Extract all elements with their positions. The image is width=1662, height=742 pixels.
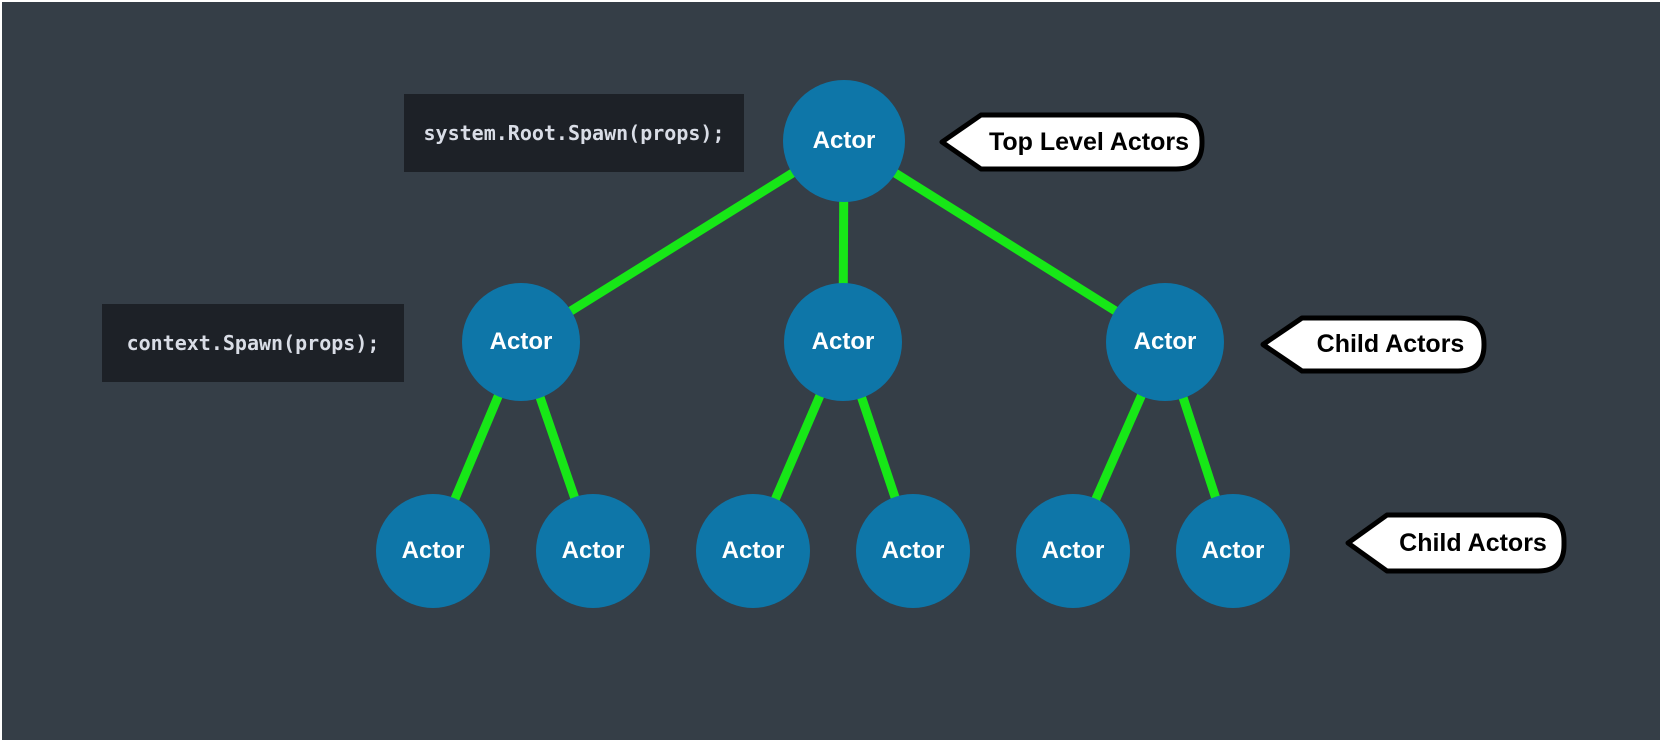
actor-node-label: Actor bbox=[721, 537, 785, 564]
actor-node-grandchild-1: Actor bbox=[376, 494, 490, 608]
actor-node-root: Actor bbox=[783, 80, 905, 202]
actor-node-grandchild-3: Actor bbox=[696, 494, 810, 608]
callout-child-actors-bottom-label: Child Actors bbox=[1399, 528, 1547, 557]
actor-node-label: Actor bbox=[1041, 537, 1105, 564]
code-system-root-spawn: system.Root.Spawn(props); bbox=[404, 94, 744, 172]
left-arrow-tag-shape bbox=[1260, 315, 1487, 374]
callout-top-level-actors: Top Level Actors bbox=[939, 112, 1205, 172]
callout-child-actors-bottom-shape bbox=[1345, 512, 1567, 574]
actor-node-child-1: Actor bbox=[462, 283, 580, 401]
actor-node-label: Actor bbox=[1133, 328, 1197, 355]
actor-node-label: Actor bbox=[811, 328, 875, 355]
edge-root-to-child-1 bbox=[518, 137, 847, 346]
actor-node-label: Actor bbox=[401, 537, 465, 564]
actor-node-label: Actor bbox=[561, 537, 625, 564]
callout-top-level-actors-shape bbox=[939, 112, 1205, 172]
callout-top-level-actors-label: Top Level Actors bbox=[988, 127, 1190, 156]
code-context-spawn: context.Spawn(props); bbox=[102, 304, 404, 382]
actor-node-grandchild-5: Actor bbox=[1016, 494, 1130, 608]
actor-node-grandchild-4: Actor bbox=[856, 494, 970, 608]
callout-child-actors-bottom: Child Actors bbox=[1345, 512, 1567, 574]
left-arrow-tag-shape bbox=[939, 112, 1205, 172]
code-system-root-spawn-text: system.Root.Spawn(props); bbox=[423, 121, 725, 145]
callout-child-actors-middle-shape bbox=[1260, 315, 1487, 374]
actor-node-label: Actor bbox=[1201, 537, 1265, 564]
actor-node-grandchild-6: Actor bbox=[1176, 494, 1290, 608]
left-arrow-tag-shape bbox=[1345, 512, 1567, 574]
actor-node-label: Actor bbox=[881, 537, 945, 564]
actor-node-child-3: Actor bbox=[1106, 283, 1224, 401]
actor-node-label: Actor bbox=[812, 127, 876, 154]
code-context-spawn-text: context.Spawn(props); bbox=[126, 331, 380, 355]
callout-child-actors-middle: Child Actors bbox=[1260, 315, 1487, 374]
edge-root-to-child-3 bbox=[841, 137, 1168, 346]
actor-node-child-2: Actor bbox=[784, 283, 902, 401]
actor-node-grandchild-2: Actor bbox=[536, 494, 650, 608]
callout-child-actors-middle-label: Child Actors bbox=[1316, 330, 1465, 358]
actor-node-label: Actor bbox=[489, 328, 553, 355]
